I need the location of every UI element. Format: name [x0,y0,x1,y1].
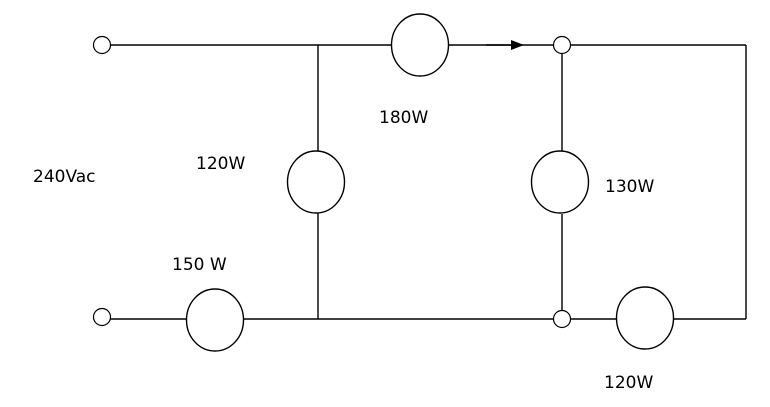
junction-node-top [552,35,572,55]
lamp-bottom-left-series-label: 150 W [172,255,227,275]
source-terminal-top [92,35,112,55]
lamp-right-shunt [530,150,590,214]
lamp-bottom-left-series [185,288,245,352]
lamp-bottom-right-series [615,286,675,350]
junction-node-bottom [552,309,572,329]
current-arrow [486,40,524,50]
lamp-middle-shunt-label: 120W [196,154,245,174]
source-terminal-bottom [92,307,112,327]
lamp-right-shunt-label: 130W [605,177,654,197]
source-voltage-label: 240Vac [33,167,96,187]
lamp-top-series [390,13,450,77]
lamp-middle-shunt [286,150,346,214]
lamp-top-series-label: 180W [379,108,428,128]
lamp-bottom-right-series-label: 120W [604,373,653,393]
